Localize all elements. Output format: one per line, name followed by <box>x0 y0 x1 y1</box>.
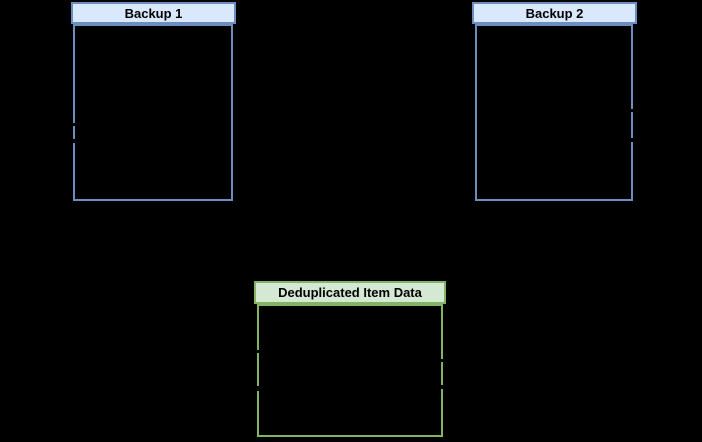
backup1-title-bar: Backup 1 <box>71 2 236 24</box>
connector-stub <box>440 385 446 389</box>
connector-stub <box>440 359 446 362</box>
connector-stub <box>630 138 636 142</box>
dedup-title-bar: Deduplicated Item Data <box>254 281 446 304</box>
connector-stub <box>71 123 77 126</box>
backup2-body <box>475 24 633 201</box>
dedup-body <box>257 304 443 437</box>
connector-stub <box>630 109 636 112</box>
dedup-title: Deduplicated Item Data <box>278 285 422 300</box>
connector-stub <box>254 386 260 391</box>
connector-stub <box>254 350 260 353</box>
backup2-title-bar: Backup 2 <box>472 2 637 24</box>
backup1-title: Backup 1 <box>124 5 183 21</box>
backup2-title: Backup 2 <box>525 5 584 21</box>
connector-stub <box>71 139 77 143</box>
backup1-body <box>73 24 233 201</box>
